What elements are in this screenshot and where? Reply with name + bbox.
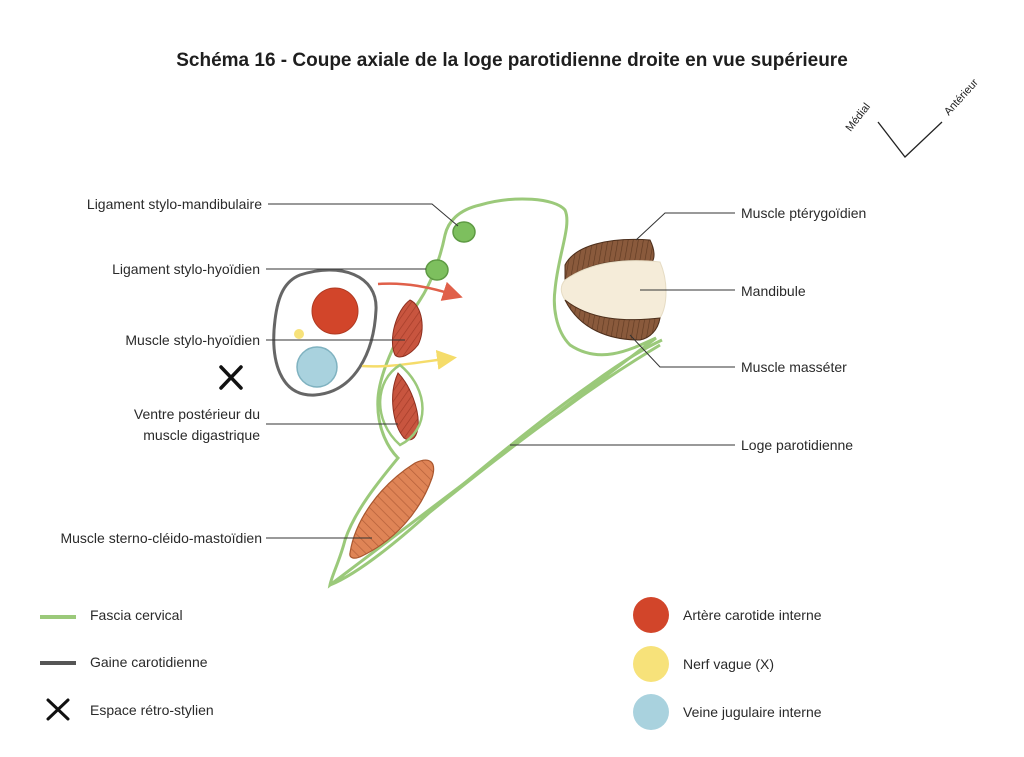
stylo-hyoid-muscle <box>391 299 423 358</box>
red-dot-icon <box>633 597 669 633</box>
yellow-dot-icon <box>633 646 669 682</box>
label-mandible: Mandibule <box>741 283 806 299</box>
yellow-arrow <box>361 349 457 370</box>
label-digastric-line2: muscle digastrique <box>143 427 260 443</box>
cross-icon <box>46 698 70 721</box>
label-masseter: Muscle masséter <box>741 359 847 375</box>
label-scm: Muscle sterno-cléido-mastoïdien <box>60 530 262 546</box>
diagram-title: Schéma 16 - Coupe axiale de la loge paro… <box>176 50 848 71</box>
legend-vein: Veine jugulaire interne <box>683 704 822 720</box>
legend-sheath: Gaine carotidienne <box>90 654 208 670</box>
orientation-axes <box>877 121 943 158</box>
sternocleidomastoid-muscle <box>349 459 435 559</box>
legend-artery: Artère carotide interne <box>683 607 822 623</box>
label-stylo-hyoid-muscle: Muscle stylo-hyoïdien <box>125 332 260 348</box>
legend-fascia: Fascia cervical <box>90 607 183 623</box>
red-arrow <box>377 281 463 301</box>
blue-dot-icon <box>633 694 669 730</box>
vagus-nerve <box>294 329 304 339</box>
digastric-posterior-belly <box>392 372 419 441</box>
parotid-fascia-outline <box>327 197 661 589</box>
masseter-muscle <box>564 299 661 341</box>
stylo-mandibular-ligament <box>452 221 476 243</box>
digastric-fascia <box>378 363 424 447</box>
legend-nerve: Nerf vague (X) <box>683 656 775 672</box>
label-stylo-hyoid-ligament: Ligament stylo-hyoïdien <box>112 261 260 277</box>
stylo-hyoid-ligament <box>425 259 449 281</box>
internal-jugular-vein <box>296 346 338 388</box>
leader-stylo-mandibular <box>268 203 459 227</box>
internal-carotid-artery <box>311 287 359 335</box>
leader-pterygoid <box>635 212 735 241</box>
carotid-sheath <box>272 268 378 397</box>
label-digastric-line1: Ventre postérieur du <box>133 406 260 422</box>
label-parotid: Loge parotidienne <box>741 437 854 453</box>
leader-masseter <box>629 334 735 368</box>
legend-retro-styloid: Espace rétro-stylien <box>90 702 214 718</box>
label-pterygoid: Muscle ptérygoïdien <box>741 205 867 221</box>
label-stylo-mandibular: Ligament stylo-mandibulaire <box>86 196 262 212</box>
fascia-lower-right <box>429 338 663 514</box>
retro-styloid-cross-icon <box>219 365 243 390</box>
